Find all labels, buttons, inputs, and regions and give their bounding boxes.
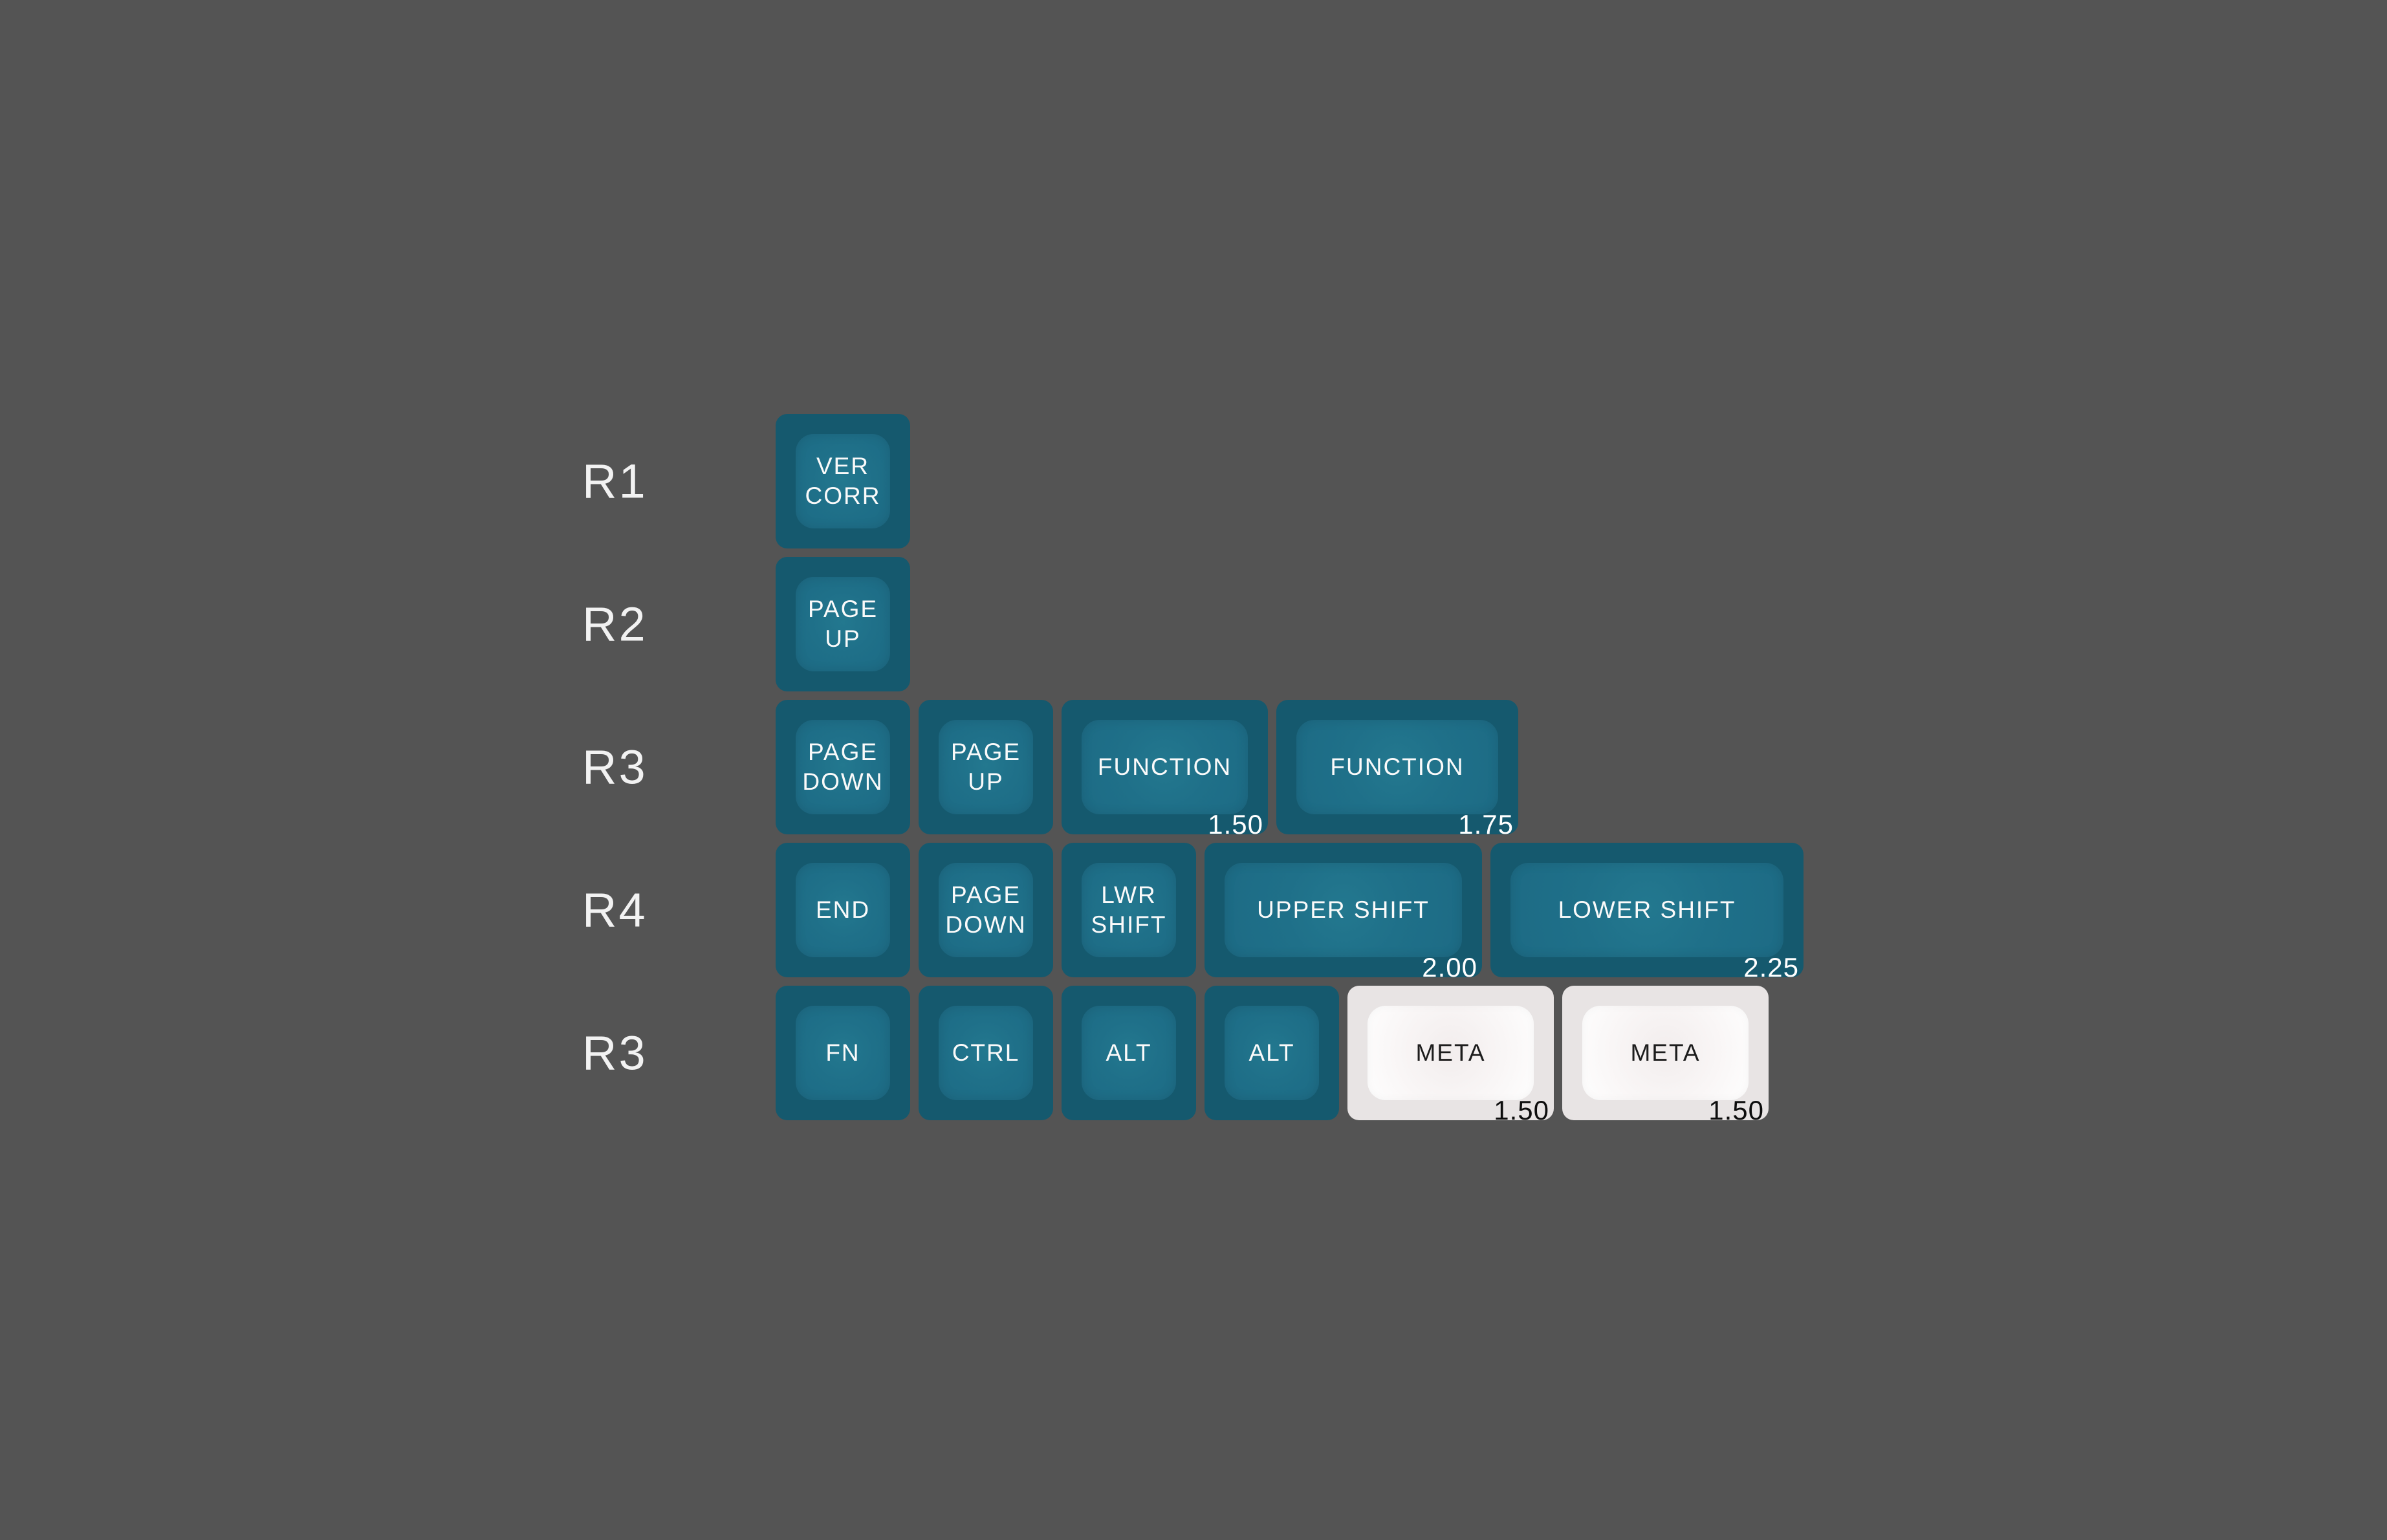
keycap-legend-line: CTRL: [952, 1039, 1020, 1066]
keycap-top: VER CORR: [796, 434, 890, 528]
keycap-alt[interactable]: ALT: [1062, 986, 1196, 1120]
keycap-legend: PAGE UP: [808, 594, 878, 654]
keycap-legend: CTRL: [952, 1038, 1020, 1068]
keycap-legend-line: CORR: [805, 483, 881, 509]
keycap-page-down[interactable]: PAGE DOWN: [919, 843, 1053, 977]
keycap-legend-line: FUNCTION: [1097, 754, 1232, 780]
keycap-legend: PAGE UP: [951, 737, 1021, 797]
keycap-page-up[interactable]: PAGE UP: [919, 700, 1053, 834]
keycap-legend-line: META: [1415, 1039, 1486, 1066]
row-label-r4-3: R4: [582, 883, 648, 937]
row-label-r3-4: R3: [582, 1026, 648, 1080]
keycap-top: FUNCTION: [1296, 720, 1498, 814]
keycap-size-label: 1.75: [1458, 809, 1514, 840]
keycap-lower-shift[interactable]: LOWER SHIFT 2.25: [1490, 843, 1804, 981]
keycap-meta[interactable]: META 1.50: [1562, 986, 1769, 1124]
keycap-legend-line: PAGE: [807, 596, 878, 622]
keycap-legend: END: [816, 895, 870, 925]
keycap-legend-line: UPPER SHIFT: [1257, 896, 1430, 923]
keycap-legend: PAGE DOWN: [945, 880, 1026, 940]
keycap-legend: FUNCTION: [1330, 752, 1464, 782]
keycap-legend: ALT: [1106, 1038, 1151, 1068]
keycap-legend-line: DOWN: [945, 911, 1027, 938]
keycap-legend-line: LOWER SHIFT: [1558, 896, 1736, 923]
keycap-legend-line: VER: [816, 453, 870, 479]
keycap-legend-line: SHIFT: [1091, 911, 1167, 938]
keycap-size-label: 1.50: [1208, 809, 1263, 840]
keycap-function[interactable]: FUNCTION 1.75: [1276, 700, 1518, 838]
keycap-legend: META: [1415, 1038, 1485, 1068]
keycap-legend-line: FN: [825, 1039, 860, 1066]
keycap-legend-line: UP: [825, 625, 861, 652]
keycap-end[interactable]: END: [776, 843, 910, 977]
keycap-legend-line: PAGE: [950, 882, 1021, 908]
keycap-size-label: 1.50: [1494, 1095, 1549, 1125]
keycap-legend: META: [1630, 1038, 1700, 1068]
keycap-top: META: [1368, 1006, 1534, 1100]
keycap-upper-shift[interactable]: UPPER SHIFT 2.00: [1204, 843, 1482, 981]
keycap-ctrl[interactable]: CTRL: [919, 986, 1053, 1120]
keycap-legend: UPPER SHIFT: [1257, 895, 1430, 925]
keycap-top: LWR SHIFT: [1082, 863, 1176, 957]
keycap-legend: PAGE DOWN: [802, 737, 883, 797]
keycap-top: END: [796, 863, 890, 957]
keycap-legend: FN: [825, 1038, 860, 1068]
keycap-page-up[interactable]: PAGE UP: [776, 557, 910, 691]
row-label-r2-1: R2: [582, 597, 648, 651]
keycap-legend-line: LWR: [1101, 882, 1157, 908]
keycap-ver-corr[interactable]: VER CORR: [776, 414, 910, 548]
keycap-legend-line: PAGE: [807, 739, 878, 765]
keycap-fn[interactable]: FN: [776, 986, 910, 1120]
keycap-top: LOWER SHIFT: [1510, 863, 1783, 957]
keycap-legend-line: ALT: [1248, 1039, 1295, 1066]
keycap-top: UPPER SHIFT: [1225, 863, 1462, 957]
keycap-legend-line: PAGE: [950, 739, 1021, 765]
row-label-r1-0: R1: [582, 454, 648, 508]
keycap-legend-line: UP: [968, 768, 1004, 795]
keycap-legend-line: END: [815, 896, 871, 923]
keycap-lwr-shift[interactable]: LWR SHIFT: [1062, 843, 1196, 977]
keycap-legend: FUNCTION: [1098, 752, 1232, 782]
keycap-top: PAGE UP: [939, 720, 1033, 814]
keycap-legend-line: ALT: [1106, 1039, 1152, 1066]
keycap-legend: ALT: [1248, 1038, 1294, 1068]
keycap-top: META: [1582, 1006, 1749, 1100]
keycap-legend: LWR SHIFT: [1091, 880, 1167, 940]
keycap-size-label: 2.00: [1422, 952, 1477, 982]
row-label-r3-2: R3: [582, 740, 648, 794]
keycap-function[interactable]: FUNCTION 1.50: [1062, 700, 1268, 838]
keycap-size-label: 2.25: [1743, 952, 1799, 982]
keycap-legend: VER CORR: [805, 451, 881, 511]
keycap-size-label: 1.50: [1708, 1095, 1764, 1125]
keycap-page-down[interactable]: PAGE DOWN: [776, 700, 910, 834]
keycap-top: FN: [796, 1006, 890, 1100]
keycap-top: CTRL: [939, 1006, 1033, 1100]
keycap-top: PAGE DOWN: [939, 863, 1033, 957]
keycap-legend-line: DOWN: [802, 768, 884, 795]
keycap-meta[interactable]: META 1.50: [1347, 986, 1554, 1124]
keycap-top: ALT: [1225, 1006, 1319, 1100]
keycap-alt[interactable]: ALT: [1204, 986, 1339, 1120]
keycap-top: ALT: [1082, 1006, 1176, 1100]
keycap-top: PAGE DOWN: [796, 720, 890, 814]
keycap-top: FUNCTION: [1082, 720, 1248, 814]
keycap-legend: LOWER SHIFT: [1558, 895, 1736, 925]
keycap-legend-line: META: [1630, 1039, 1701, 1066]
keycap-legend-line: FUNCTION: [1330, 754, 1465, 780]
keycap-top: PAGE UP: [796, 577, 890, 671]
